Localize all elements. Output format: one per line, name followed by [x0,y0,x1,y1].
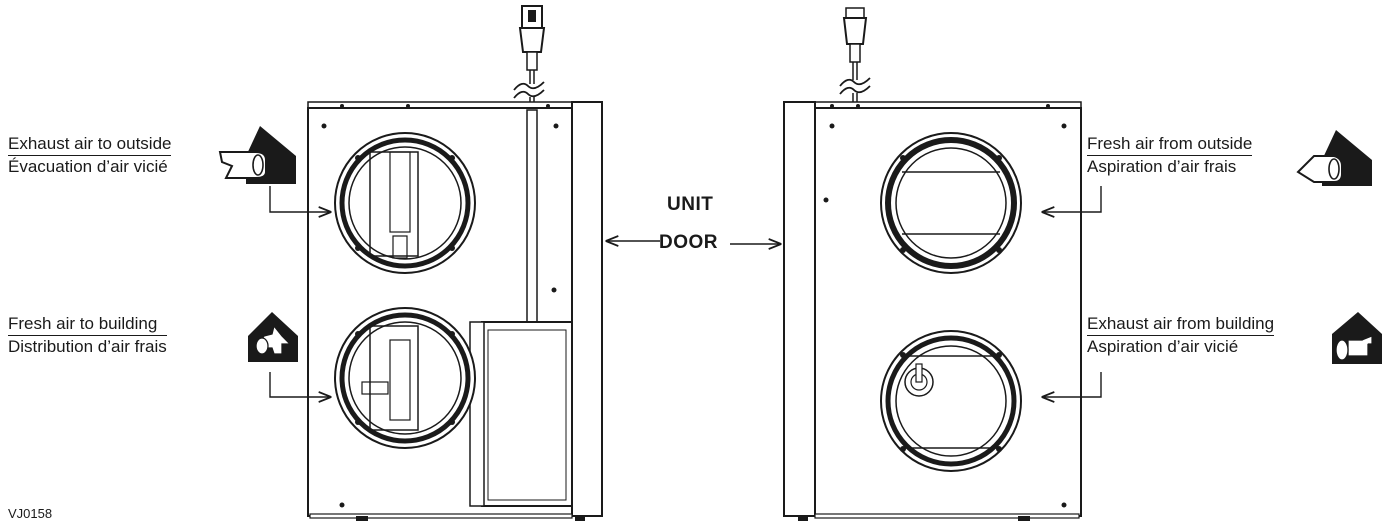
leader-fresh-building [269,372,330,397]
leader-exhaust-building [1043,372,1102,397]
label-fresh-outside-fr: Aspiration d’air frais [1087,157,1237,176]
label-fresh-building-fr: Distribution d’air frais [8,337,167,356]
label-fresh-building-en: Fresh air to building [8,313,167,336]
leader-fresh-outside [1043,186,1102,212]
label-exhaust-building-fr: Aspiration d’air vicié [1087,337,1239,356]
label-exhaust-outside-fr: Évacuation d’air vicié [8,157,168,176]
right-bottom-port [880,330,1022,472]
label-fresh-outside-en: Fresh air from outside [1087,133,1253,156]
right-unit [783,7,1082,521]
house-exhaust-in-icon [1332,312,1382,364]
leader-exhaust-outside [269,186,330,212]
label-exhaust-outside-en: Exhaust air to outside [8,133,172,156]
right-top-port [880,132,1022,274]
house-exhaust-out-icon [218,126,296,184]
right-door-panel [783,101,816,517]
left-power-cord [513,5,546,323]
label-exhaust-building: Exhaust air from building Aspiration d’a… [1087,313,1275,358]
left-door-panel [571,101,603,517]
label-fresh-outside: Fresh air from outside Aspiration d’air … [1087,133,1253,178]
house-fresh-intake-icon [1296,130,1372,186]
left-bottom-port [334,307,476,449]
house-fresh-in-icon [248,312,298,362]
label-exhaust-outside: Exhaust air to outside Évacuation d’air … [8,133,172,178]
label-exhaust-building-en: Exhaust air from building [1087,313,1275,336]
label-fresh-building: Fresh air to building Distribution d’air… [8,313,167,358]
door-label: DOOR [659,232,718,253]
left-electrical-box [469,321,573,507]
figure-id: VJ0158 [8,506,53,521]
left-unit [307,5,603,521]
right-power-cord [839,7,871,102]
unit-label: UNIT [667,194,714,215]
left-top-port [334,132,476,274]
